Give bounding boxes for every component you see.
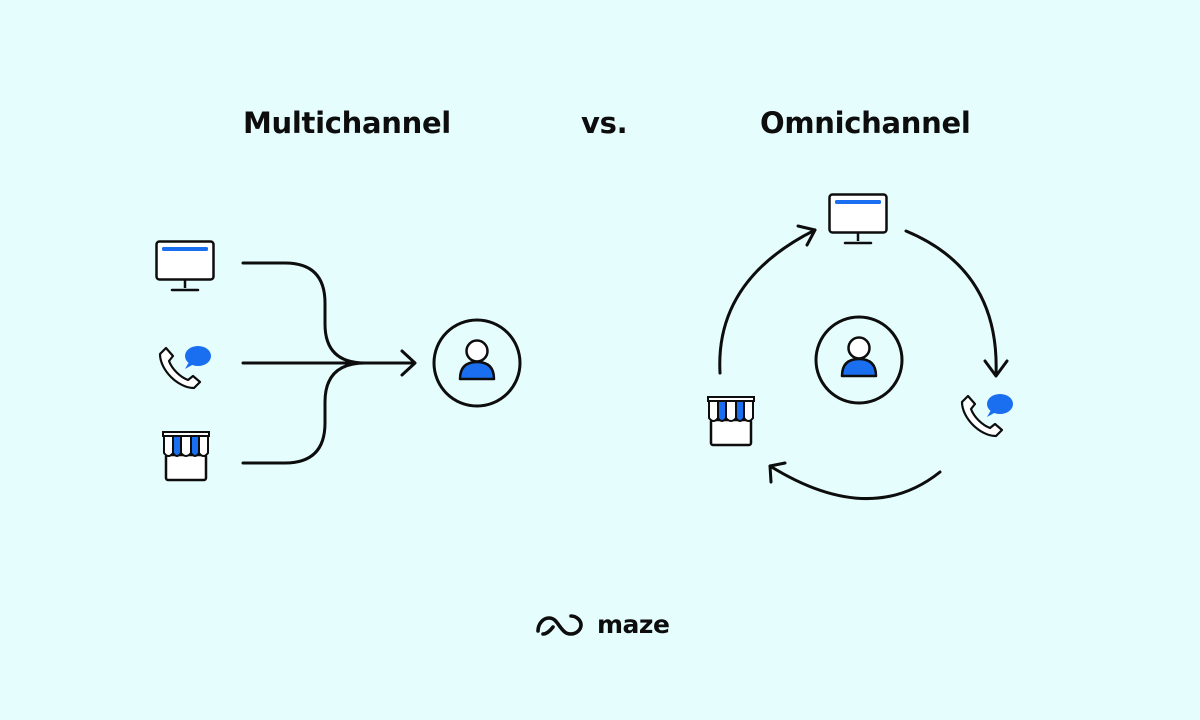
cycle-arc-phone-to-store <box>768 464 942 500</box>
desktop-icon <box>155 240 215 292</box>
top-channel-line <box>241 261 367 365</box>
brand-name: maze <box>597 610 670 639</box>
storefront-icon <box>161 430 211 482</box>
maze-logo-icon <box>536 613 583 636</box>
omnichannel-title: Omnichannel <box>760 106 971 140</box>
arrow-head-icon <box>400 349 417 377</box>
cycle-arrows <box>718 224 1009 500</box>
cycle-arc-desktop-to-phone <box>904 229 998 377</box>
customer-user-icon <box>814 315 904 405</box>
arrow-head-icon <box>768 461 787 484</box>
desktop-icon <box>828 193 888 245</box>
maze-brand: maze <box>535 610 670 639</box>
multichannel-title: Multichannel <box>243 106 451 140</box>
merge-arrows <box>241 261 417 465</box>
arrow-head-icon <box>983 359 1009 378</box>
arrow-head-icon <box>796 224 817 247</box>
bottom-channel-line <box>241 361 367 465</box>
cycle-arc-store-to-desktop <box>718 228 817 375</box>
phone-chat-icon <box>158 345 213 390</box>
storefront-icon <box>706 395 756 447</box>
customer-user-icon <box>432 318 522 408</box>
versus-label: vs. <box>581 106 628 140</box>
phone-chat-icon <box>960 393 1015 438</box>
